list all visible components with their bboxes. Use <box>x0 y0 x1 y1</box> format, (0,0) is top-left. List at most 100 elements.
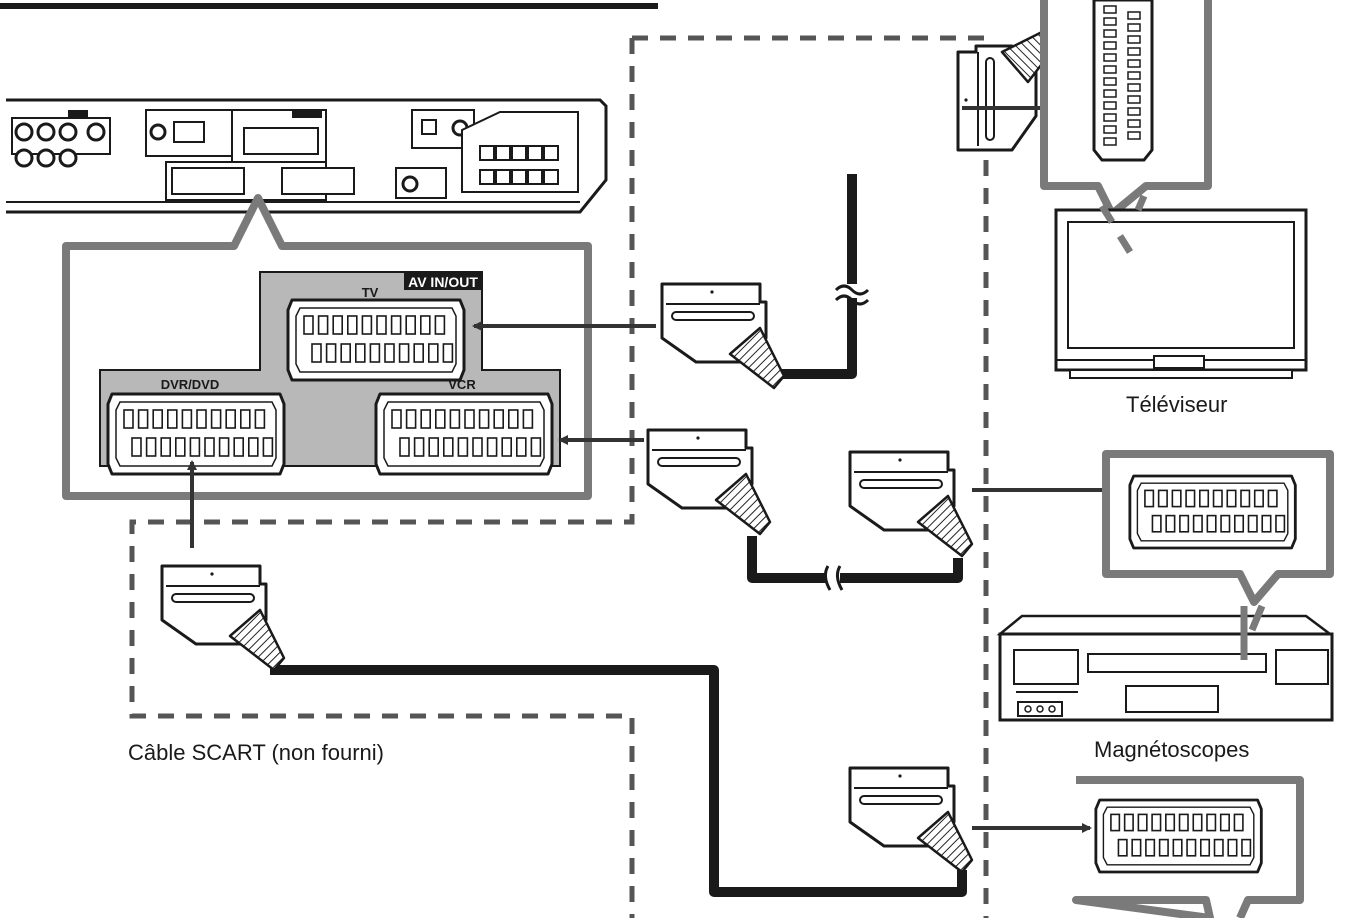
scart-pin <box>1267 489 1278 508</box>
scart-pin <box>160 437 171 457</box>
scart-pin <box>1212 489 1223 508</box>
scart-pin <box>390 315 402 335</box>
scart-pin <box>427 343 439 363</box>
scart-pin <box>1253 489 1264 508</box>
television-caption: Téléviseur <box>1126 392 1228 417</box>
scart-pin <box>1165 813 1176 832</box>
scart-pin <box>1241 838 1252 857</box>
scart-pin <box>311 343 322 363</box>
tv-scart-socket-vertical <box>1092 0 1154 162</box>
scart-pin <box>1144 489 1155 508</box>
cable-vcr <box>747 536 963 583</box>
scart-pin <box>145 437 157 457</box>
cable-break-marks <box>823 284 870 591</box>
scart-pin <box>1171 489 1182 508</box>
scart-pin <box>1213 838 1224 857</box>
av-section-label: AV IN/OUT <box>408 274 478 290</box>
vcr-caption: Magnétoscopes <box>1094 737 1250 762</box>
scart-pin <box>1219 813 1230 832</box>
scart-pin <box>248 437 259 457</box>
scart-pin <box>361 315 373 335</box>
television-illustration <box>1054 194 1308 379</box>
scart-pin <box>175 437 186 457</box>
tv-scart-socket <box>286 298 466 382</box>
scart-pin <box>303 315 314 335</box>
scart-pin <box>1165 514 1176 533</box>
scart-pin <box>1261 514 1272 533</box>
scart-pin <box>1233 514 1245 533</box>
scart-pin <box>1172 838 1183 857</box>
scart-pin <box>233 437 244 457</box>
scart-pin <box>196 409 207 429</box>
receiver-rear-panel <box>6 98 608 214</box>
scart-pin <box>369 343 381 363</box>
dvr-socket-label: DVR/DVD <box>161 377 220 392</box>
scart-pin <box>530 437 542 457</box>
scart-pin <box>413 437 425 457</box>
plug-dvr-end <box>848 766 974 874</box>
scart-pin <box>131 437 142 457</box>
scart-pin <box>1117 838 1128 857</box>
scart-pin <box>1206 813 1217 832</box>
scart-pin <box>137 409 149 429</box>
scart-pin <box>210 409 222 429</box>
scart-pin <box>1186 838 1197 857</box>
scart-pin <box>391 409 402 429</box>
scart-pin <box>399 437 410 457</box>
plug-dvr-av-end <box>160 564 286 672</box>
scart-pin <box>1131 838 1142 857</box>
scart-pin <box>486 437 498 457</box>
scart-pin <box>1240 489 1251 508</box>
scart-pin <box>181 409 193 429</box>
scart-pin <box>522 409 534 429</box>
scart-pin <box>1179 514 1190 533</box>
scart-pin <box>1151 813 1162 832</box>
scart-pin <box>1247 514 1258 533</box>
cable-dvr <box>270 665 967 897</box>
dvr-scart-socket <box>106 392 286 476</box>
scart-pin <box>123 409 134 429</box>
scart-pin <box>472 437 483 457</box>
scart-pin <box>478 409 490 429</box>
scart-pin <box>346 315 358 335</box>
scart-pin <box>1199 489 1210 508</box>
scart-pin <box>1123 813 1134 832</box>
scart-pin <box>1110 813 1121 832</box>
scart-pin <box>464 409 475 429</box>
scart-pin <box>457 437 469 457</box>
vcr-illustration <box>996 604 1334 722</box>
scart-pin <box>1227 838 1238 857</box>
scart-pin <box>354 343 366 363</box>
scart-pin <box>1158 838 1169 857</box>
socket-pins <box>123 315 1286 857</box>
scart-pin <box>262 437 274 457</box>
scart-pin <box>1178 813 1189 832</box>
scart-pin <box>420 409 432 429</box>
scart-pin <box>413 343 425 363</box>
scart-pin <box>384 343 395 363</box>
scart-pin <box>515 437 527 457</box>
scart-pin <box>332 315 344 335</box>
scart-pin <box>442 437 454 457</box>
scart-pin <box>442 343 454 363</box>
av-label-bg <box>404 272 482 290</box>
scart-pin <box>225 409 236 429</box>
scart-cable-caption: Câble SCART (non fourni) <box>128 740 384 765</box>
scart-pin <box>317 315 329 335</box>
plug-vcr-end <box>848 450 974 558</box>
scart-pin <box>218 437 230 457</box>
scart-pin <box>254 409 266 429</box>
scart-pin <box>376 315 387 335</box>
scart-pin <box>340 343 352 363</box>
scart-pin <box>405 315 417 335</box>
scart-pin <box>1185 489 1196 508</box>
scart-pin <box>1192 514 1203 533</box>
scart-pin <box>398 343 410 363</box>
scart-pin <box>1151 514 1162 533</box>
scart-pin <box>1275 514 1286 533</box>
vcr-scart-socket-callout <box>1128 474 1297 550</box>
scart-pin <box>325 343 337 363</box>
scart-pin <box>1157 489 1168 508</box>
scart-pin <box>152 409 163 429</box>
scart-pin <box>1226 489 1237 508</box>
